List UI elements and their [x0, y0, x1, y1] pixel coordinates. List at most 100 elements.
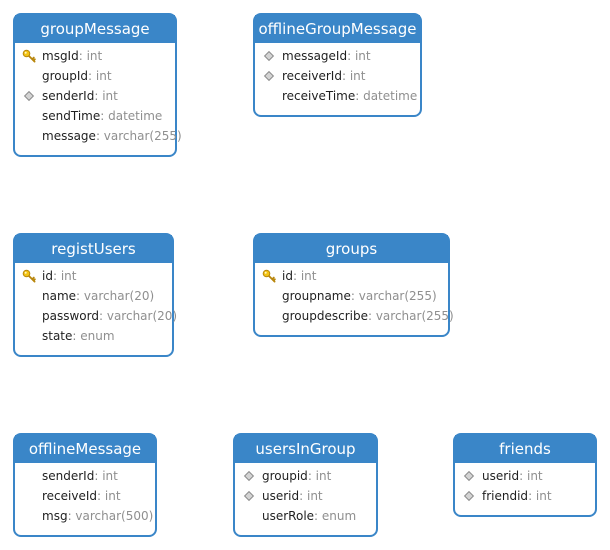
column-separator: :	[76, 289, 84, 303]
column-type: int	[60, 269, 77, 283]
column-separator: :	[94, 89, 103, 103]
column-row[interactable]: groupname: varchar(255)	[255, 286, 448, 306]
column-row[interactable]: userid: int	[455, 466, 595, 486]
column-name: receiveTime	[282, 89, 356, 103]
column-separator: :	[95, 129, 104, 143]
column-row[interactable]: message: varchar(255)	[15, 126, 182, 146]
column-text: userid: int	[262, 486, 323, 506]
column-name: friendid	[482, 489, 529, 503]
table-title[interactable]: usersInGroup	[235, 435, 376, 463]
column-text: name: varchar(20)	[42, 286, 154, 306]
column-separator: :	[314, 509, 322, 523]
column-separator: :	[367, 309, 376, 323]
column-text: msg: varchar(500)	[42, 506, 153, 526]
column-row[interactable]: id: int	[15, 266, 172, 286]
column-type: enum	[321, 509, 357, 523]
column-text: receiverId: int	[282, 66, 365, 86]
column-separator: :	[292, 269, 301, 283]
column-type: varchar(255)	[358, 289, 437, 303]
column-text: id: int	[42, 266, 76, 286]
column-text: state: enum	[42, 326, 115, 346]
column-type: varchar(20)	[106, 309, 178, 323]
table-title[interactable]: friends	[455, 435, 595, 463]
table-title[interactable]: offlineMessage	[15, 435, 155, 463]
column-separator: :	[341, 69, 350, 83]
column-row[interactable]: password: varchar(20)	[15, 306, 177, 326]
column-row[interactable]: receiveId: int	[15, 486, 155, 506]
table-title[interactable]: groupMessage	[15, 15, 175, 43]
column-name: senderId	[42, 469, 95, 483]
column-text: messageId: int	[282, 46, 371, 66]
foreign-key-diamond-icon	[262, 49, 276, 63]
column-row[interactable]: userRole: enum	[235, 506, 376, 526]
column-row[interactable]: msgId: int	[15, 46, 175, 66]
column-type: int	[349, 69, 366, 83]
column-type: int	[102, 89, 118, 103]
table-title[interactable]: registUsers	[15, 235, 172, 263]
primary-key-icon	[22, 49, 36, 63]
column-separator: :	[100, 109, 109, 123]
column-row[interactable]: friendid: int	[455, 486, 595, 506]
column-separator: :	[88, 69, 96, 83]
column-row[interactable]: senderId: int	[15, 466, 155, 486]
column-row[interactable]: name: varchar(20)	[15, 286, 172, 306]
column-row[interactable]: groupId: int	[15, 66, 175, 86]
column-row[interactable]: id: int	[255, 266, 448, 286]
column-type: varchar(255)	[103, 129, 182, 143]
column-separator: :	[519, 469, 527, 483]
column-name: id	[42, 269, 53, 283]
column-name: groupname	[282, 289, 351, 303]
column-text: friendid: int	[482, 486, 552, 506]
column-separator: :	[67, 509, 76, 523]
column-type: int	[315, 469, 332, 483]
table-title[interactable]: groups	[255, 235, 448, 263]
column-row[interactable]: userid: int	[235, 486, 376, 506]
foreign-key-diamond-icon	[262, 69, 276, 83]
column-separator: :	[350, 289, 359, 303]
column-name: messageId	[282, 49, 348, 63]
column-row[interactable]: groupdescribe: varchar(255)	[255, 306, 454, 326]
column-separator: :	[355, 89, 364, 103]
column-text: userRole: enum	[262, 506, 356, 526]
column-name: userid	[482, 469, 520, 483]
column-type: varchar(500)	[75, 509, 154, 523]
column-separator: :	[528, 489, 536, 503]
foreign-key-diamond-icon	[462, 469, 476, 483]
column-text: sendTime: datetime	[42, 106, 162, 126]
column-row[interactable]: sendTime: datetime	[15, 106, 175, 126]
column-type: datetime	[108, 109, 163, 123]
table-title[interactable]: offlineGroupMessage	[255, 15, 420, 43]
column-text: password: varchar(20)	[42, 306, 177, 326]
column-type: int	[102, 469, 118, 483]
column-separator: :	[94, 469, 103, 483]
column-name: message	[42, 129, 96, 143]
column-row[interactable]: receiveTime: datetime	[255, 86, 420, 106]
column-row[interactable]: senderId: int	[15, 86, 175, 106]
column-text: senderId: int	[42, 86, 118, 106]
column-row[interactable]: state: enum	[15, 326, 172, 346]
column-row[interactable]: receiverId: int	[255, 66, 420, 86]
column-separator: :	[97, 489, 105, 503]
foreign-key-diamond-icon	[242, 489, 256, 503]
column-row[interactable]: msg: varchar(500)	[15, 506, 155, 526]
column-row[interactable]: groupid: int	[235, 466, 376, 486]
foreign-key-diamond-icon	[22, 89, 36, 103]
foreign-key-diamond-icon	[462, 489, 476, 503]
column-row[interactable]: messageId: int	[255, 46, 420, 66]
column-separator: :	[72, 329, 81, 343]
column-separator: :	[347, 49, 355, 63]
column-name: password	[42, 309, 99, 323]
column-text: msgId: int	[42, 46, 102, 66]
column-type: int	[104, 489, 121, 503]
